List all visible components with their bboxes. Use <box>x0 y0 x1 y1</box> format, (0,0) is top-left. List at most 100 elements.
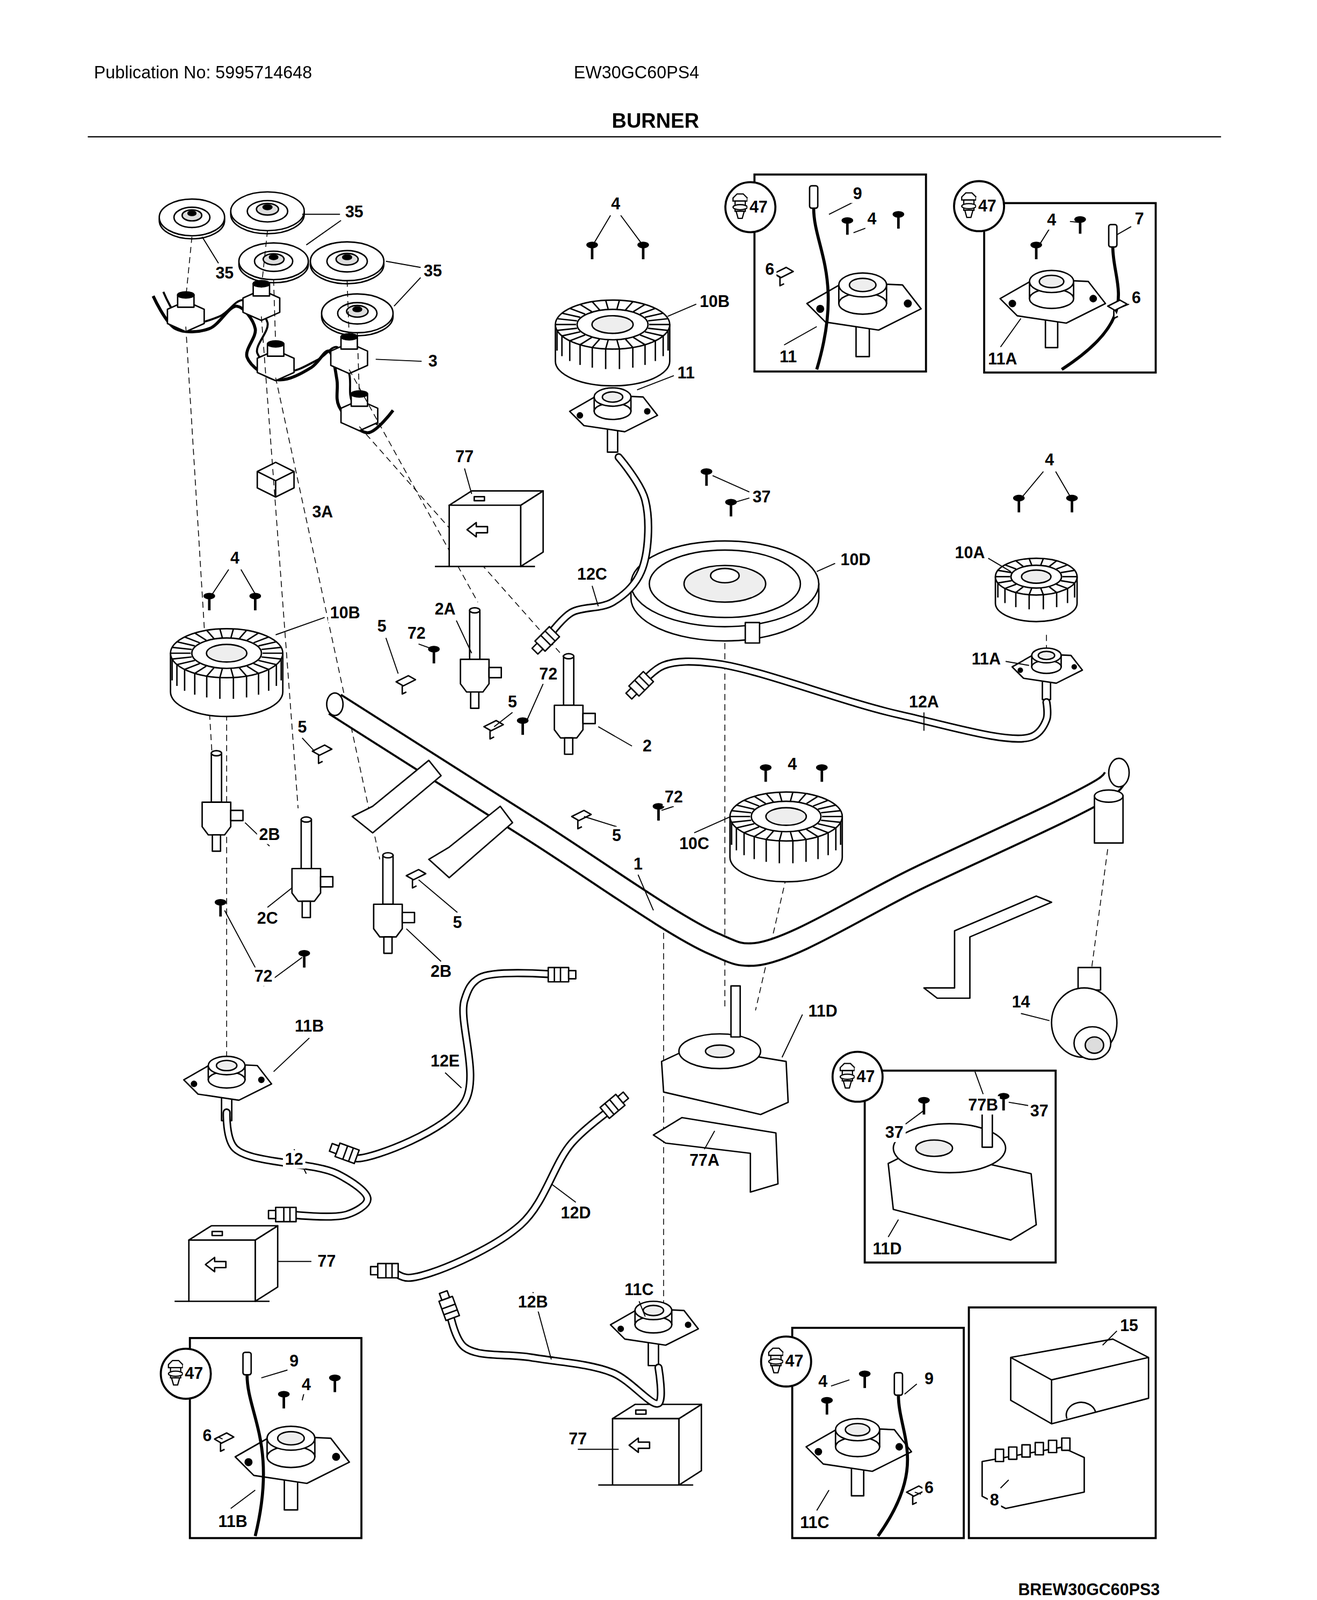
burner-slot <box>219 677 221 700</box>
leader-line <box>1000 1480 1009 1489</box>
burner-fin <box>1015 586 1024 593</box>
bracket-arrow <box>467 522 488 538</box>
leader-line <box>386 261 421 268</box>
burner-top <box>170 628 283 678</box>
leader-line <box>923 712 925 731</box>
alignment-line <box>359 426 568 662</box>
leader-line <box>1022 471 1044 497</box>
burner-fin <box>625 339 633 348</box>
leader-line <box>464 468 472 495</box>
burner-fin <box>569 335 586 341</box>
head-hole <box>245 1459 252 1466</box>
callout-number: 5 <box>505 693 520 712</box>
leader-line <box>267 888 293 908</box>
simmer-head-ring <box>679 1034 761 1069</box>
burner-fin <box>246 666 259 674</box>
screw-drawing <box>1013 495 1024 513</box>
bracket-foot <box>174 1300 270 1303</box>
alignment-line <box>348 369 478 603</box>
burner-fin <box>258 660 276 666</box>
callout-number: 3A <box>310 503 336 522</box>
clip-drawing <box>1107 300 1127 319</box>
burner-cap-drawing <box>230 191 305 234</box>
burner-slot <box>275 664 278 687</box>
header-text: EW30GC60PS4 <box>571 64 702 83</box>
grommet-top <box>732 193 748 201</box>
burner-fin <box>731 820 752 823</box>
callout-number: 5 <box>295 718 310 738</box>
wire-harness <box>153 295 394 433</box>
callout-number: 4 <box>785 755 799 774</box>
bracket-arrow <box>629 1438 650 1453</box>
head-hole <box>191 1081 198 1088</box>
leader-line <box>694 816 731 833</box>
head-hole <box>685 1322 691 1328</box>
callout-number: 6 <box>200 1427 215 1446</box>
fitting-nut <box>548 968 569 983</box>
burner-slot <box>778 841 781 864</box>
head-bore <box>1038 651 1055 660</box>
terminal-tooth <box>1061 1438 1071 1451</box>
callout-number: 47 <box>747 198 770 217</box>
screw-drawing <box>1066 495 1078 513</box>
leader-line <box>394 277 421 307</box>
terminal-tooth <box>1048 1440 1057 1453</box>
burner-fin <box>1056 584 1068 589</box>
valve-stem-top <box>382 853 394 859</box>
burner-fin <box>806 796 818 805</box>
screw-head <box>1074 216 1086 223</box>
tube-core <box>391 1104 618 1278</box>
callout-number: 4 <box>608 194 623 214</box>
callout-number: 2A <box>432 600 458 619</box>
tube-outline <box>391 1104 618 1278</box>
burner-fin <box>766 831 774 840</box>
screw-head <box>653 803 664 810</box>
bracket-drawing <box>598 1405 702 1486</box>
burner-slot <box>579 344 581 366</box>
valve-drawing <box>460 607 502 709</box>
fitting-tip <box>439 1291 450 1301</box>
valve-outlet <box>230 810 244 821</box>
head-hole <box>1089 295 1096 302</box>
bracket-arrow <box>205 1257 227 1273</box>
leader-line <box>551 1184 577 1203</box>
leader-line <box>418 879 458 913</box>
screw-drawing <box>517 718 528 736</box>
head-hole <box>1018 668 1023 673</box>
callout-number: 12E <box>428 1052 462 1071</box>
burner-slot <box>232 677 235 700</box>
head-hole <box>617 1326 624 1333</box>
burner-fin <box>258 642 276 647</box>
terminal-tooth <box>1035 1443 1044 1456</box>
cap-top <box>230 191 305 231</box>
burner-slot <box>605 348 607 370</box>
cover-notch <box>1066 1402 1096 1420</box>
burner-fin <box>1041 558 1044 566</box>
fitting-tip <box>568 970 576 979</box>
leader-line <box>1070 221 1081 223</box>
callout-number: 1 <box>631 855 645 874</box>
grommet-top <box>961 192 977 200</box>
head-hole <box>577 412 583 419</box>
burner-fin <box>820 820 841 823</box>
tube-fitting <box>600 1089 631 1119</box>
burner-fin <box>639 308 656 315</box>
burner-slot <box>743 833 746 856</box>
inset-box: 373711D47 <box>863 1070 1057 1264</box>
screw-drawing <box>299 950 310 968</box>
burner-slot <box>556 330 558 352</box>
alignment-line <box>261 230 268 288</box>
burner-fin <box>170 652 192 655</box>
screw-drawing <box>586 242 598 260</box>
leader-line <box>493 712 513 727</box>
callout-number: 14 <box>1009 993 1032 1012</box>
screw-drawing <box>278 1392 289 1409</box>
valve-nozzle <box>383 937 392 954</box>
callout-number: 11A <box>969 650 1003 669</box>
screw-drawing <box>250 593 261 611</box>
head-ring <box>208 1056 245 1075</box>
fitting-thread <box>609 1100 619 1111</box>
callout-number: 72 <box>252 968 275 987</box>
screw-head <box>918 1097 929 1104</box>
